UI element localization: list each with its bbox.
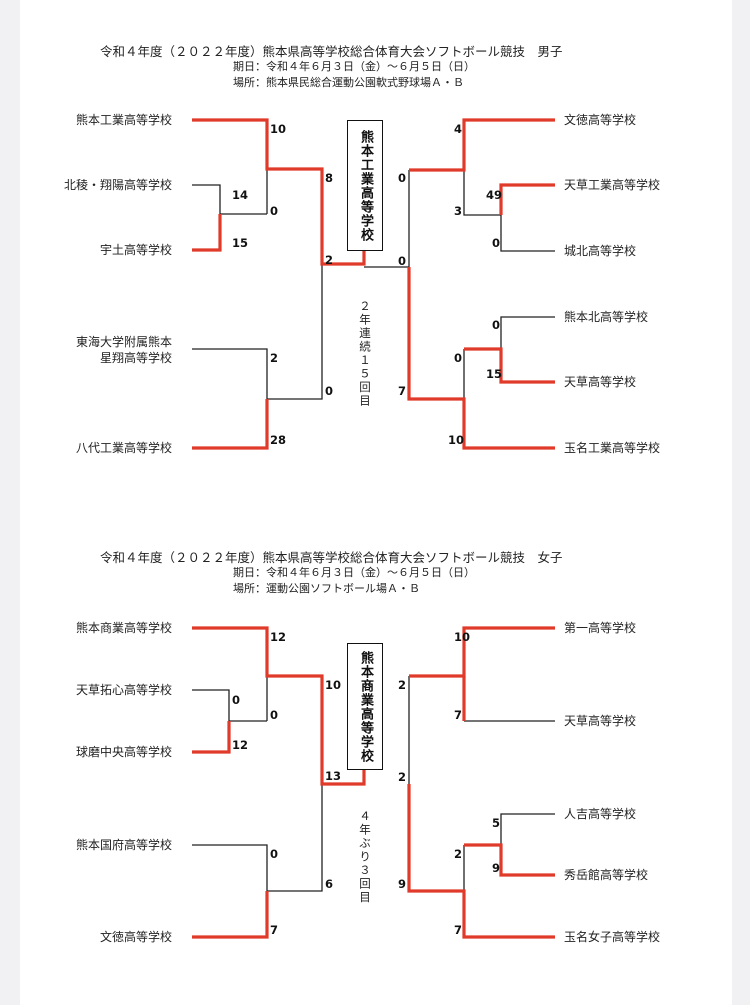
boys-right-team-5: 天草高等学校 (564, 375, 637, 389)
girls-left-team-2: 天草拓心高等学校 (75, 683, 172, 697)
boys-champion-note: ２年連続１５回目 (358, 300, 372, 408)
score: 15 (486, 367, 503, 381)
boys-title: 令和４年度（２０２２年度）熊本県高等学校総合体育大会ソフトボール競技 男子 (100, 44, 563, 59)
girls-left-team-5: 文徳高等学校 (99, 930, 172, 944)
girls-right-team-3: 人吉高等学校 (564, 807, 637, 821)
score: 7 (270, 923, 279, 937)
score: 10 (454, 630, 471, 644)
score: 0 (492, 236, 501, 250)
boys-left-team-1: 熊本工業高等学校 (75, 113, 172, 127)
girls-champion-box: 熊本商業高等学校 (347, 643, 383, 770)
score: 0 (492, 318, 501, 332)
score: 0 (270, 204, 279, 218)
boys-right-team-6: 玉名工業高等学校 (564, 441, 661, 455)
score: 6 (325, 877, 334, 891)
score: 2 (398, 678, 407, 692)
score: 12 (270, 630, 287, 644)
girls-period: 期日：令和４年６月３日（金）～６月５日（日） (233, 566, 475, 579)
girls-venue: 場所：運動公園ソフトボール場Ａ・Ｂ (233, 582, 420, 595)
score: 49 (486, 188, 503, 202)
girls-left-team-4: 熊本国府高等学校 (75, 838, 172, 852)
score: 7 (454, 708, 463, 722)
score: 9 (398, 877, 407, 891)
girls-left-team-3: 球磨中央高等学校 (75, 745, 172, 759)
score: 10 (270, 122, 287, 136)
score: 8 (325, 171, 334, 185)
score: 0 (232, 693, 241, 707)
score: 0 (398, 171, 407, 185)
score: 2 (270, 351, 279, 365)
boys-left-team-2: 北稜・翔陽高等学校 (63, 178, 172, 192)
score: 14 (232, 188, 249, 202)
girls-champion-note: ４年ぶり３回目 (358, 810, 372, 905)
boys-right-team-2: 天草工業高等学校 (564, 178, 661, 192)
score: 10 (448, 433, 465, 447)
boys-champion-box: 熊本工業高等学校 (347, 120, 383, 251)
boys-left-team-4: 東海大学附属熊本 星翔高等学校 (75, 335, 172, 365)
score: 5 (492, 816, 501, 830)
score: 2 (325, 253, 334, 267)
score: 0 (454, 351, 463, 365)
boys-venue: 場所：熊本県民総合運動公園軟式野球場Ａ・Ｂ (233, 76, 464, 89)
girls-right-team-4: 秀岳館高等学校 (564, 868, 649, 882)
girls-right-team-2: 天草高等学校 (564, 714, 637, 728)
girls-right-team-5: 玉名女子高等学校 (564, 930, 661, 944)
score: 7 (398, 384, 407, 398)
score: 2 (454, 847, 463, 861)
score: 4 (454, 122, 463, 136)
score: 12 (232, 738, 249, 752)
girls-right-team-1: 第一高等学校 (564, 621, 637, 635)
girls-title: 令和４年度（２０２２年度）熊本県高等学校総合体育大会ソフトボール競技 女子 (100, 550, 563, 565)
score: 7 (454, 923, 463, 937)
score: 0 (398, 254, 407, 268)
boys-period: 期日：令和４年６月３日（金）～６月５日（日） (233, 60, 475, 73)
score: 15 (232, 236, 249, 250)
score: 28 (270, 433, 287, 447)
score: 9 (492, 861, 501, 875)
boys-right-team-1: 文徳高等学校 (564, 113, 637, 127)
boys-right-team-3: 城北高等学校 (564, 244, 637, 258)
boys-right-team-4: 熊本北高等学校 (564, 310, 649, 324)
score: 0 (325, 384, 334, 398)
girls-left-team-1: 熊本商業高等学校 (75, 621, 172, 635)
score: 2 (398, 770, 407, 784)
score: 0 (270, 847, 279, 861)
boys-left-team-5: 八代工業高等学校 (75, 441, 172, 455)
score: 3 (454, 204, 463, 218)
score: 13 (325, 769, 342, 783)
score: 0 (270, 708, 279, 722)
boys-left-team-3: 宇土高等学校 (99, 243, 172, 257)
score: 10 (325, 678, 342, 692)
